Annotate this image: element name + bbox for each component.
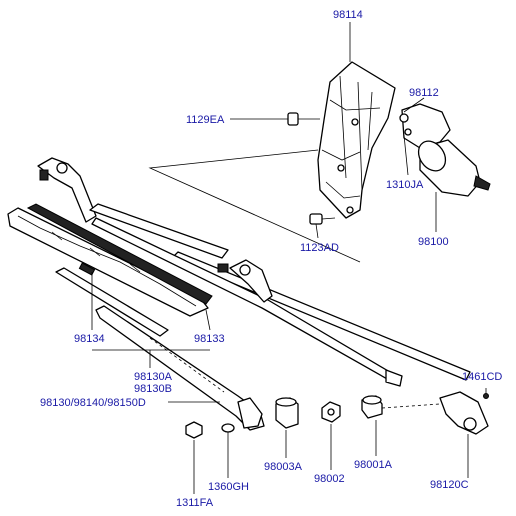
bolt-1129ea [287,112,320,126]
label-98002: 98002 [314,473,345,485]
label-1123ad: 1123AD [300,242,339,254]
cap-98001a [361,395,383,419]
leader-lines [91,22,487,494]
label-98114: 98114 [333,9,363,21]
nut-98002 [321,401,341,423]
part-labels: 98114 98112 1129EA 1310JA 1123AD 98100 9… [40,9,502,509]
label-98120c: 98120C [430,479,469,491]
blade-refill [55,262,169,337]
label-98130-98140-98150d: 98130/98140/98150D [40,397,146,409]
label-1129ea: 1129EA [186,114,225,126]
motor-bracket [317,61,396,219]
label-1311fa: 1311FA [176,497,214,509]
label-98112: 98112 [409,87,439,99]
label-1461cd: 1461CD [462,371,502,383]
bushing-98003a [275,397,299,429]
nut-1311fa [185,421,203,439]
wiper-motor [399,103,491,197]
label-98100: 98100 [418,236,449,248]
wiper-arm [95,305,265,431]
wiper-blade [7,203,213,317]
label-98133: 98133 [194,333,225,345]
label-1360gh: 1360GH [208,481,249,493]
linkage-assembly [37,157,489,435]
label-98130a: 98130A [134,371,173,383]
washer-1360gh [221,423,235,433]
label-1310ja: 1310JA [386,179,424,191]
label-98134: 98134 [74,333,105,345]
label-98003a: 98003A [264,461,303,473]
label-98001a: 98001A [354,459,393,471]
bolt-1123ad [309,213,336,225]
label-98130b: 98130B [134,383,172,395]
